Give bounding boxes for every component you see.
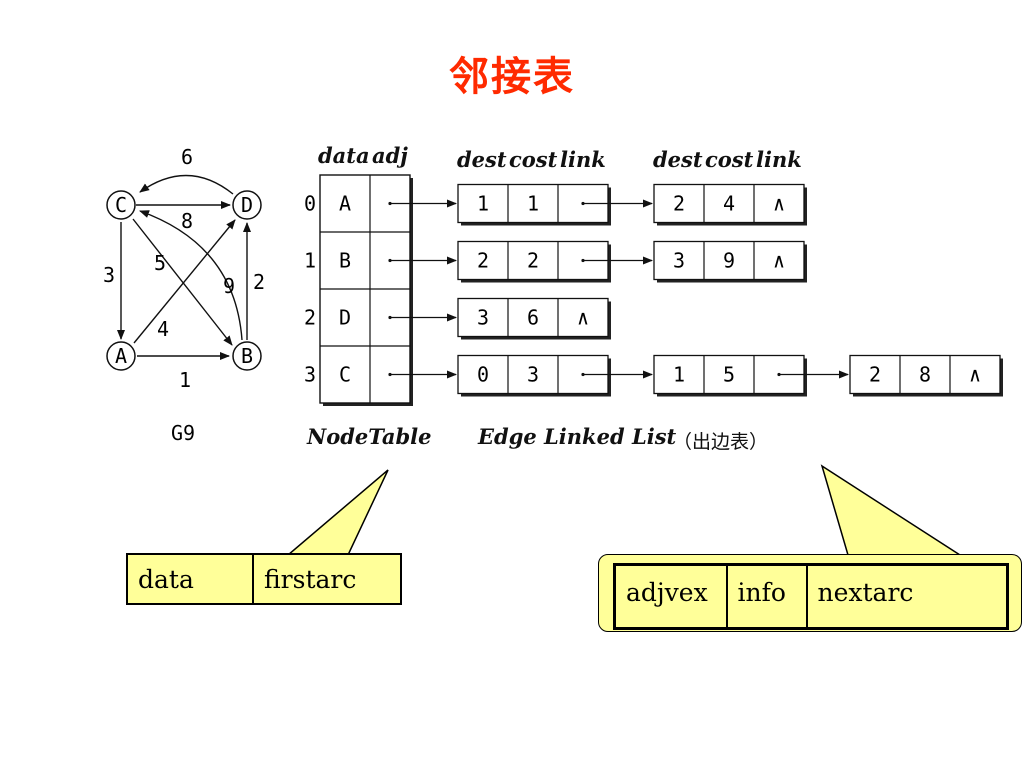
edge-list-caption-note: （出边表） — [673, 431, 769, 453]
weight-b-d: 2 — [253, 270, 265, 294]
edge-dest: 2 — [869, 363, 881, 387]
edge-node — [849, 354, 1001, 395]
vertex-callout-pointer — [285, 469, 389, 556]
edge-cost: 5 — [723, 363, 735, 387]
header-cost-2: cost — [705, 147, 754, 172]
vertex-node-structure: data firstarc — [126, 553, 402, 605]
field-info: info — [725, 563, 808, 630]
edge-cost: 6 — [527, 306, 539, 330]
header-dest-1: dest — [457, 147, 507, 172]
node-d: D — [232, 190, 262, 220]
edge-node — [457, 297, 609, 338]
graph-g9: C D A B 6 8 3 5 9 2 4 1 G9 — [103, 145, 265, 445]
node-b: B — [232, 341, 262, 371]
weight-c-b: 5 — [154, 251, 166, 275]
adj-pointer-dot — [388, 258, 392, 263]
field-firstarc: firstarc — [252, 553, 402, 605]
node-data-B: B — [339, 249, 351, 273]
graph-name: G9 — [171, 421, 195, 445]
node-index-1: 1 — [304, 249, 316, 273]
edge-dest: 1 — [477, 192, 489, 216]
node-c: C — [106, 190, 136, 220]
edge-d-c — [139, 174, 234, 195]
header-adj: adj — [372, 143, 408, 168]
node-index-0: 0 — [304, 192, 316, 216]
node-d-label: D — [241, 193, 253, 217]
header-data: data — [318, 143, 370, 168]
edge-dest: 2 — [477, 249, 489, 273]
weight-c-d: 8 — [181, 209, 193, 233]
node-c-label: C — [115, 193, 127, 217]
edge-dest: 3 — [477, 306, 489, 330]
edge-dest: 2 — [673, 192, 685, 216]
edge-cost: 8 — [919, 363, 931, 387]
node-index-3: 3 — [304, 363, 316, 387]
field-nextarc: nextarc — [805, 563, 1009, 630]
edge-cost: 3 — [527, 363, 539, 387]
node-data-D: D — [339, 306, 351, 330]
header-link-2: link — [756, 147, 802, 172]
header-cost-1: cost — [509, 147, 558, 172]
adj-pointer-dot — [388, 201, 392, 206]
slide-title: 邻接表 — [449, 54, 575, 100]
edge-dest: 0 — [477, 363, 489, 387]
field-adjvex: adjvex — [613, 563, 728, 630]
edge-dest: 1 — [673, 363, 685, 387]
edge-a-d — [133, 219, 236, 344]
edge-list-caption: Edge Linked List — [478, 424, 677, 449]
null-link: ∧ — [773, 249, 785, 273]
weight-a-b: 1 — [179, 368, 191, 392]
edge-cost: 1 — [527, 192, 539, 216]
edge-c-b — [132, 218, 233, 346]
edge-node — [653, 183, 805, 224]
arc-callout-pointer — [820, 464, 963, 556]
weight-d-c: 6 — [181, 145, 193, 169]
weight-b-c: 9 — [223, 274, 235, 298]
null-link: ∧ — [773, 192, 785, 216]
edge-cost: 9 — [723, 249, 735, 273]
null-link: ∧ — [969, 363, 981, 387]
node-table-caption: NodeTable — [307, 424, 432, 449]
edge-b-c — [139, 210, 243, 341]
node-a-label: A — [115, 344, 127, 368]
node-b-label: B — [241, 344, 253, 368]
node-a: A — [106, 341, 136, 371]
node-index-2: 2 — [304, 306, 316, 330]
weight-c-a: 3 — [103, 263, 115, 287]
edge-cost: 4 — [723, 192, 735, 216]
header-link-1: link — [560, 147, 606, 172]
edge-dest: 3 — [673, 249, 685, 273]
adj-pointer-dot — [388, 315, 392, 320]
edge-cost: 2 — [527, 249, 539, 273]
field-data: data — [126, 553, 254, 605]
weight-a-d: 4 — [157, 317, 169, 341]
adj-pointer-dot — [388, 372, 392, 377]
node-data-C: C — [339, 363, 351, 387]
null-link: ∧ — [577, 306, 589, 330]
node-data-A: A — [339, 192, 351, 216]
arc-node-structure: adjvex info nextarc — [613, 563, 1009, 630]
edge-node — [653, 240, 805, 281]
header-dest-2: dest — [653, 147, 703, 172]
